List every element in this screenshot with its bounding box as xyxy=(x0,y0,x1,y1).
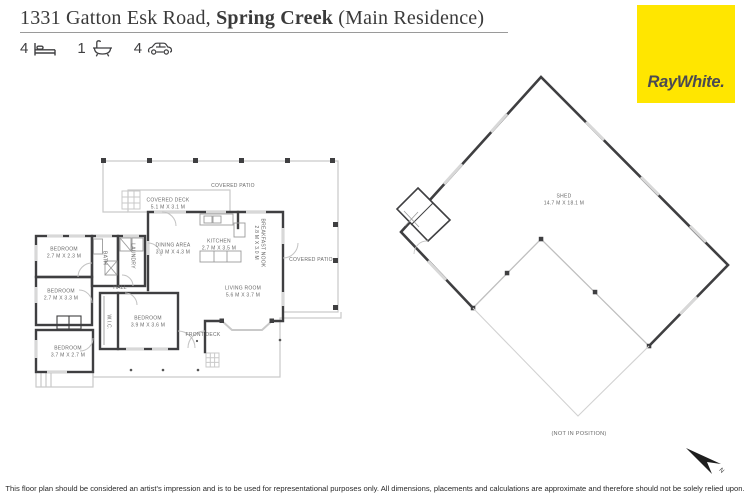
room-label-covered-patio-right: COVERED PATIO xyxy=(289,256,333,263)
door-arcs xyxy=(77,211,299,352)
room-label-covered-patio-top: COVERED PATIO xyxy=(211,182,255,189)
room-label-front-deck: FRONT DECK xyxy=(185,331,221,338)
page-title: 1331 Gatton Esk Road, Spring Creek (Main… xyxy=(20,7,484,30)
window-marks xyxy=(34,210,285,374)
disclaimer-text: This floor plan should be considered an … xyxy=(5,484,745,493)
cars-feature: 4 xyxy=(134,40,173,57)
fixtures xyxy=(93,213,246,345)
bay-window xyxy=(221,320,273,331)
address-suburb: Spring Creek xyxy=(216,7,334,29)
baths-feature: 1 xyxy=(77,39,113,57)
closet-lines xyxy=(56,315,82,330)
title-underline xyxy=(20,32,508,33)
not-in-position-outline xyxy=(472,307,650,417)
car-icon xyxy=(147,42,173,55)
deck-post-dots xyxy=(129,338,282,372)
bath-icon xyxy=(92,40,112,57)
property-features: 4 1 4 xyxy=(20,39,185,57)
beds-feature: 4 xyxy=(20,40,57,57)
patio-posts xyxy=(101,158,338,310)
cars-count: 4 xyxy=(133,39,143,57)
stairs-front-deck xyxy=(205,352,220,368)
address-suffix: (Main Residence) xyxy=(333,7,485,29)
raywhite-wordmark: RayWhite. xyxy=(647,73,725,91)
not-in-position-label: (NOT IN POSITION) xyxy=(551,430,607,437)
shed-annex-fixture xyxy=(403,210,429,255)
north-arrow xyxy=(686,448,721,474)
bed-icon xyxy=(34,42,57,55)
shed-window-marks xyxy=(426,113,708,316)
beds-count: 4 xyxy=(20,39,29,57)
room-label-laundry: LAUNDRY xyxy=(129,243,136,269)
room-label-hall: HALL xyxy=(113,284,127,291)
room-label-bath: BATH xyxy=(101,251,108,265)
stairs-covered-deck xyxy=(121,190,141,210)
raywhite-logo: RayWhite. xyxy=(637,5,735,103)
address-prefix: 1331 Gatton Esk Road, xyxy=(20,7,217,29)
shed-walls xyxy=(399,75,730,347)
baths-count: 1 xyxy=(77,39,86,57)
bay-posts xyxy=(219,318,274,323)
room-label-wic: W.I.C. xyxy=(105,314,112,330)
